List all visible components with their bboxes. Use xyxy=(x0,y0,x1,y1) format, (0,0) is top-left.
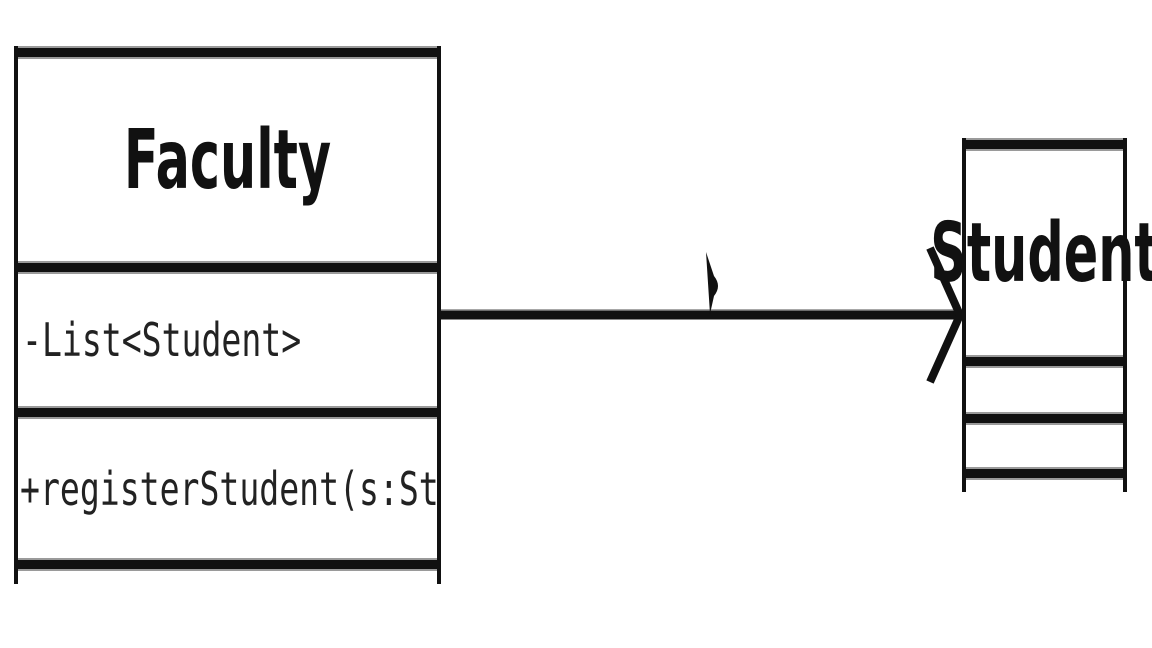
class-name: Faculty xyxy=(123,112,332,208)
operations-compartment[interactable] xyxy=(966,425,1123,467)
class-border-top xyxy=(18,46,437,59)
class-name: Student xyxy=(930,205,1152,301)
class-border-top xyxy=(966,138,1123,151)
class-box-faculty[interactable]: Faculty -List<Student> +registerStudent(… xyxy=(14,46,441,584)
attribute-item: -List<Student> xyxy=(22,313,302,367)
attributes-compartment[interactable]: -List<Student> xyxy=(18,274,437,406)
operations-compartment[interactable]: +registerStudent(s:Student) xyxy=(18,419,437,558)
multiplicity-tick xyxy=(706,252,718,314)
class-border-bottom xyxy=(18,558,437,571)
compartment-divider xyxy=(966,355,1123,368)
attributes-compartment[interactable] xyxy=(966,368,1123,412)
class-box-student[interactable]: Student xyxy=(930,138,1152,492)
compartment-divider xyxy=(966,412,1123,425)
open-arrowhead-icon xyxy=(926,246,965,384)
class-border-bottom xyxy=(966,467,1123,480)
compartment-divider xyxy=(18,261,437,274)
operation-item: +registerStudent(s:Student) xyxy=(20,461,437,516)
compartment-divider xyxy=(18,406,437,419)
